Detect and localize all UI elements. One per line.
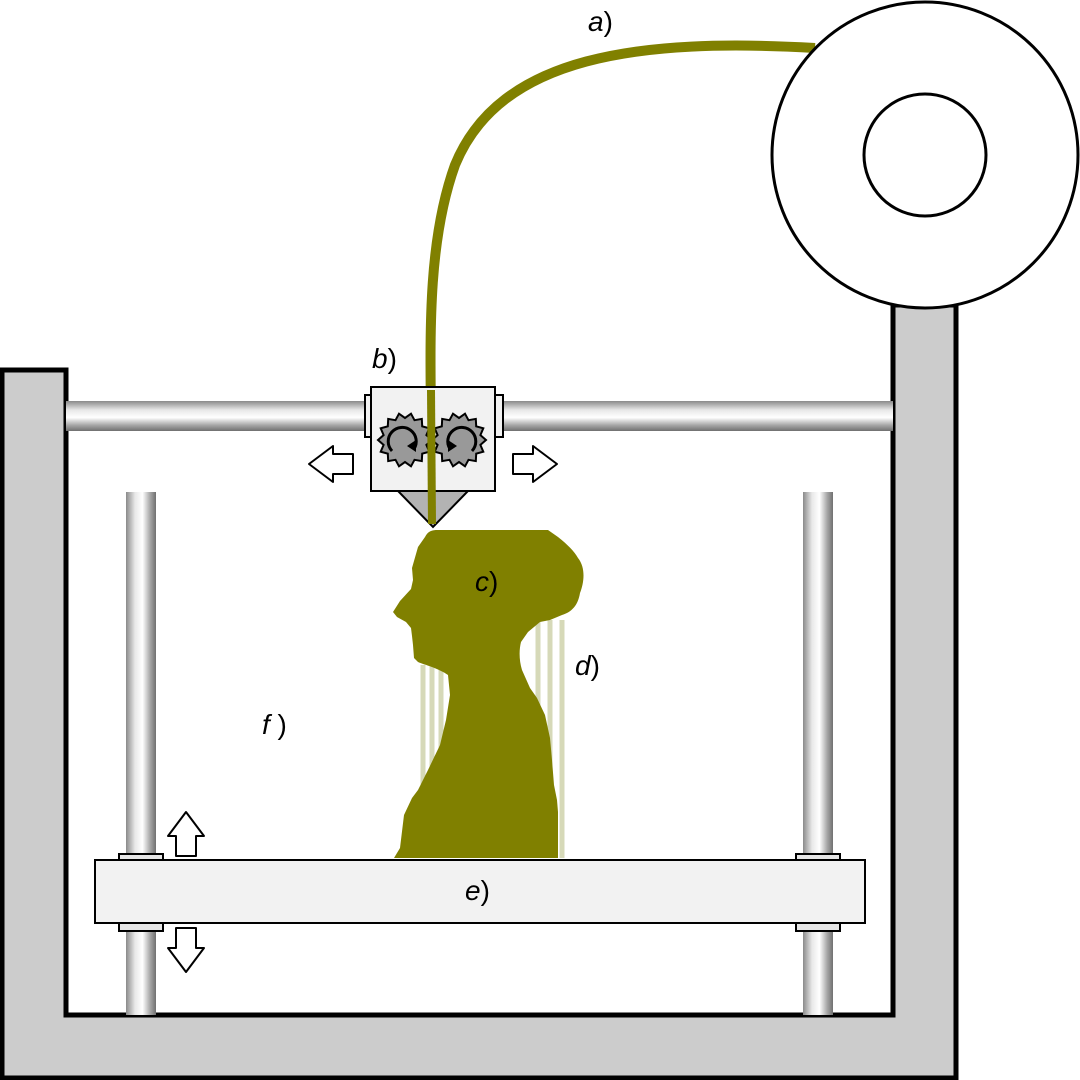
rotate-ccw-arrowhead xyxy=(448,440,457,452)
z-rod-right xyxy=(803,492,833,1015)
filament-spool-icon xyxy=(770,0,1080,310)
rotate-cw-arrowhead xyxy=(407,440,416,452)
rotate-ccw-icon xyxy=(446,425,478,453)
arrow-right-icon xyxy=(512,445,558,483)
filament-strand xyxy=(425,40,816,523)
rotate-cw-icon xyxy=(386,425,418,453)
gear-body xyxy=(376,412,434,468)
z-rod-left xyxy=(126,492,156,1015)
arrow-up-icon xyxy=(167,811,205,857)
arrow-left-icon xyxy=(308,445,354,483)
gear-icon xyxy=(376,412,434,468)
arrow-down-icon xyxy=(167,927,205,973)
label-b: b) xyxy=(372,343,397,374)
label-a: a) xyxy=(588,6,613,37)
label-f: f ) xyxy=(262,709,287,740)
build-platform xyxy=(94,859,866,924)
label-d: d) xyxy=(575,650,600,681)
spool-hub xyxy=(862,92,988,218)
extruder-print-head xyxy=(364,386,504,529)
label-c: c) xyxy=(475,566,498,597)
label-e: e) xyxy=(465,875,490,906)
printed-bust xyxy=(393,530,584,858)
